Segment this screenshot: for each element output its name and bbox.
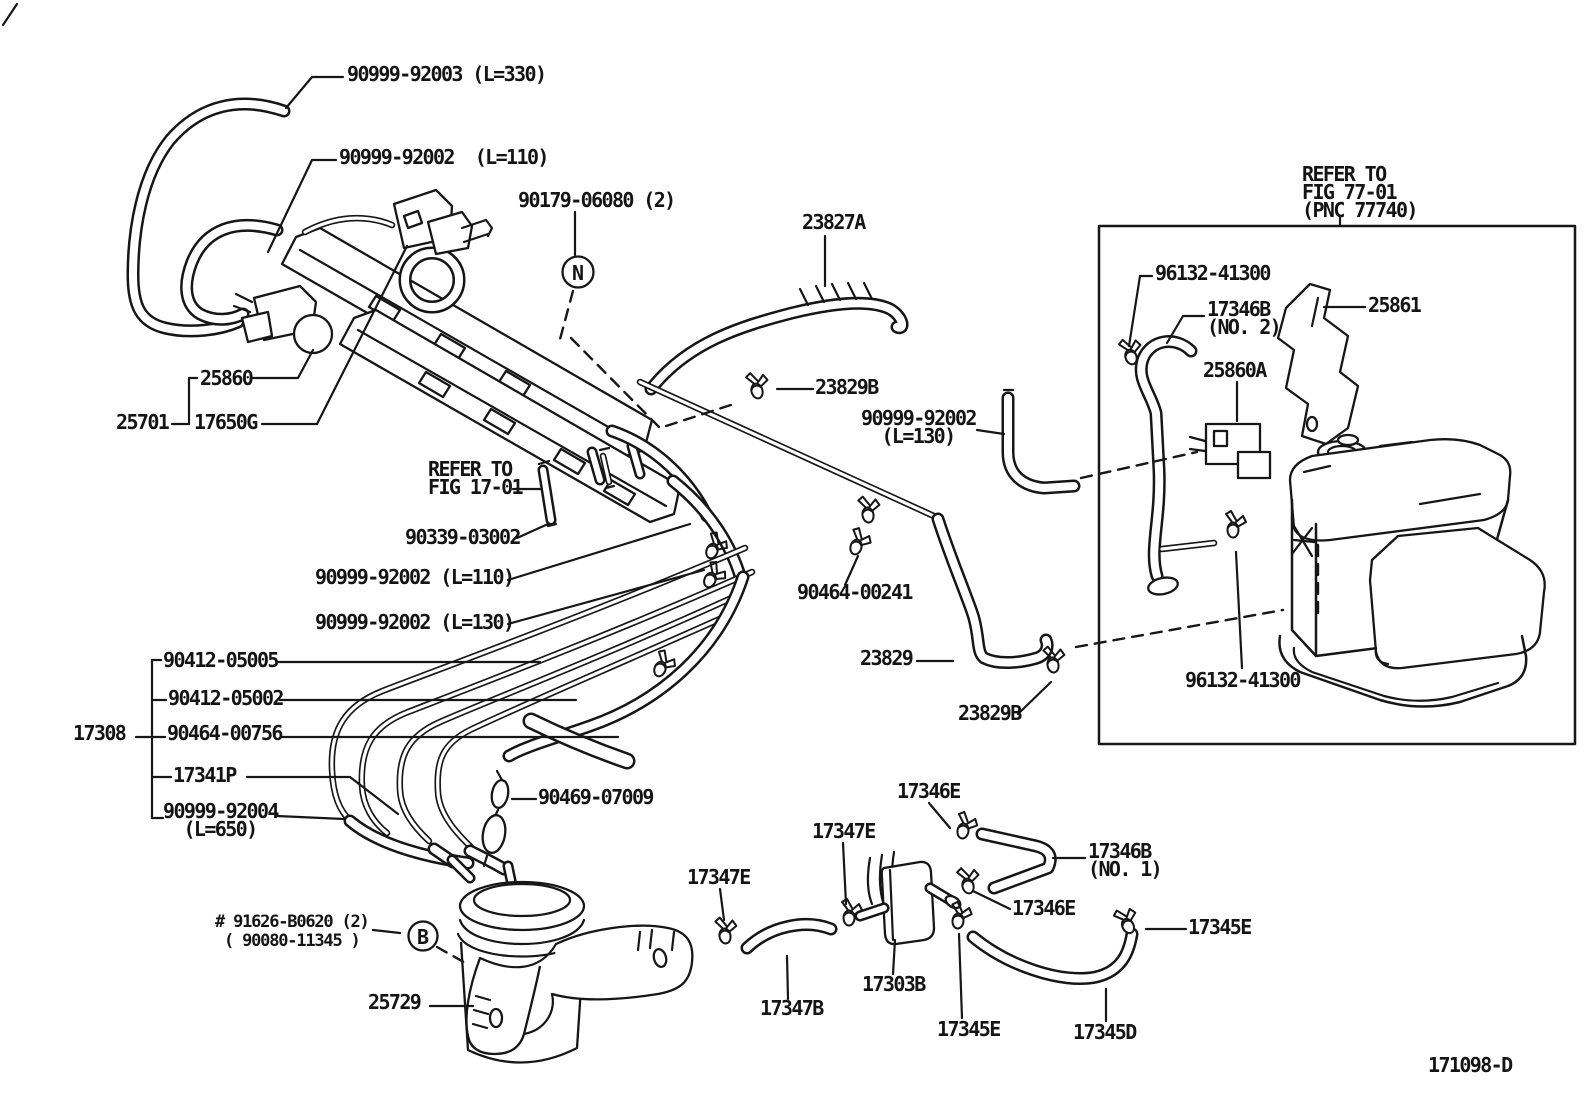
part-label-90999-92004-l650: 90999-92004 (L=650) — [163, 799, 279, 841]
part-label-96132-41300-top: 96132-41300 — [1155, 261, 1271, 285]
vsv-17650g-art — [392, 188, 494, 256]
part-label-17303b: 17303B — [862, 972, 926, 996]
leader-lines — [134, 75, 1367, 1023]
part-label-90339-03002: 90339-03002 — [405, 525, 521, 549]
circled-b-text: B — [417, 925, 429, 949]
part-label-17346e-mid: 17346E — [1012, 896, 1076, 920]
part-label-25860: 25860 — [200, 366, 254, 390]
part-label-17345d: 17345D — [1073, 1020, 1137, 1044]
part-label-90999-92002-l130-mid: 90999-92002 (L=130) — [315, 610, 515, 634]
part-label-90412-05002: 90412-05002 — [168, 686, 284, 710]
part-label-23829b-bottom: 23829B — [958, 701, 1022, 725]
part-label-17346b-no2: 17346B (NO. 2) — [1207, 297, 1282, 339]
part-label-17347e-mid: 17347E — [812, 819, 876, 843]
filter-25729-art — [446, 854, 694, 1064]
circled-b-callout: B — [407, 920, 439, 952]
part-label-90999-92002-l110-mid: 90999-92002 (L=110) — [315, 565, 515, 589]
vsv-25860-art — [232, 284, 334, 355]
part-label-17308: 17308 — [73, 721, 127, 745]
part-label-90179-06080: 90179-06080 (2) — [518, 188, 676, 212]
figure-code: 171098-D — [1428, 1053, 1513, 1077]
hose-23827a-art — [644, 281, 909, 396]
part-label-91626-b0620: # 91626-B0620 (2) ( 90080-11345 ) — [215, 912, 370, 951]
part-label-96132-41300-bottom: 96132-41300 — [1185, 668, 1301, 692]
hose-17346b-no1-art — [975, 827, 1057, 895]
refer-fig-17-01-note: REFER TO FIG 17-01 — [428, 457, 524, 499]
part-label-17346b-no1: 17346B (NO. 1) — [1088, 839, 1163, 881]
hose-17347b-art — [740, 918, 838, 955]
part-label-90999-92002-l110-top: 90999-92002 (L=110) — [339, 145, 549, 169]
pipe-bundle-17308-art — [328, 544, 756, 876]
part-label-90464-00241: 90464-00241 — [797, 580, 913, 604]
part-label-90999-92002-l130-right: 90999-92002 (L=130) — [861, 406, 977, 448]
part-label-17341p: 17341P — [173, 763, 237, 787]
valve-17303b-art — [854, 850, 962, 946]
part-label-17345e-right: 17345E — [1188, 915, 1252, 939]
part-label-17650g: 17650G — [194, 410, 258, 434]
part-label-17345e-bottom: 17345E — [937, 1017, 1001, 1041]
grommet-90469-art — [481, 769, 510, 868]
part-label-25860a: 25860A — [1203, 358, 1267, 382]
part-label-90412-05005: 90412-05005 — [163, 648, 279, 672]
hose-17345d-art — [966, 927, 1139, 985]
circled-n-callout: N — [561, 255, 595, 289]
hose-90999-92003-art — [126, 97, 291, 338]
part-label-25861: 25861 — [1368, 293, 1422, 317]
pipe-23829-art — [636, 378, 1054, 669]
part-label-25701: 25701 — [116, 410, 170, 434]
mid-fittings-art — [537, 424, 748, 586]
part-label-90469-07009: 90469-07009 — [538, 785, 654, 809]
part-label-17347b: 17347B — [760, 996, 824, 1020]
refer-box-art — [1097, 224, 1577, 746]
dashed-lines — [435, 289, 1285, 967]
part-label-17347e-left: 17347E — [687, 865, 751, 889]
part-label-23829b-top: 23829B — [815, 375, 879, 399]
circled-n-text: N — [572, 261, 584, 285]
part-label-17346e-top: 17346E — [897, 779, 961, 803]
hose-90999-92002-top-art — [180, 218, 284, 326]
part-label-90464-00756: 90464-00756 — [167, 721, 283, 745]
part-label-25729: 25729 — [368, 990, 422, 1014]
corner-mark — [1, 2, 19, 27]
refer-fig-77-01-note: REFER TO FIG 77-01 (PNC 77740) — [1302, 162, 1418, 222]
hose-130-right-art — [1001, 388, 1081, 495]
part-label-23829: 23829 — [860, 646, 914, 670]
part-label-23827a: 23827A — [802, 210, 866, 234]
part-label-90999-92003-l330: 90999-92003 (L=330) — [347, 62, 547, 86]
